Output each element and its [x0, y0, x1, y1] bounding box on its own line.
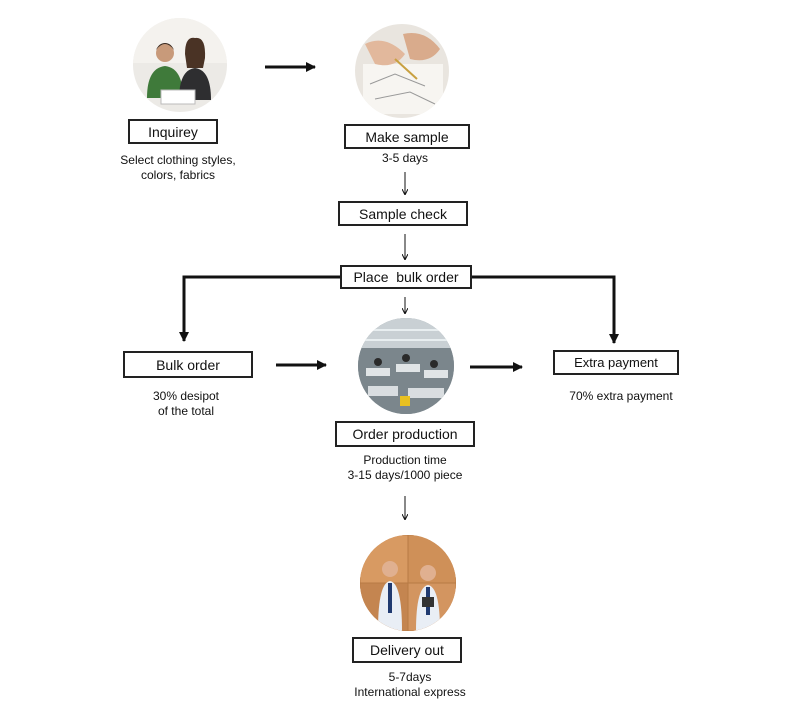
place-bulk-order-label: Place bulk order [353, 269, 459, 285]
inquiry-caption-line-2: colors, fabrics [140, 168, 216, 182]
make-sample-caption: 3-5 days [355, 151, 455, 166]
factory-photo [358, 318, 454, 414]
delivery-photo [360, 535, 456, 631]
order-production-caption: Production time 3-15 days/1000 piece [325, 453, 485, 483]
inquiry-caption: Select clothing styles, colors, fabrics [103, 153, 253, 183]
delivery-out-label: Delivery out [370, 642, 444, 658]
make-sample-box: Make sample [344, 124, 470, 149]
sample-check-label: Sample check [359, 205, 447, 222]
delivery-out-caption-line-2: International express [354, 685, 466, 699]
arrow-place-to-bulk [179, 275, 340, 342]
inquiry-box: Inquirey [128, 119, 218, 144]
bulk-order-label: Bulk order [156, 356, 220, 373]
place-bulk-order-box: Place bulk order [340, 265, 472, 289]
bulk-order-box: Bulk order [123, 351, 253, 378]
extra-payment-box: Extra payment [553, 350, 679, 375]
delivery-out-box: Delivery out [352, 637, 462, 663]
extra-payment-caption: 70% extra payment [556, 389, 686, 404]
sketching-photo [355, 24, 449, 118]
bulk-order-caption-line-2: of the total [157, 404, 215, 418]
extra-payment-caption-line-1: 70% extra payment [569, 389, 673, 403]
make-sample-caption-line-1: 3-5 days [381, 151, 429, 165]
delivery-out-caption-line-1: 5-7days [388, 670, 432, 684]
order-production-box: Order production [335, 421, 475, 447]
extra-payment-label: Extra payment [574, 355, 658, 370]
order-production-label: Order production [352, 426, 458, 442]
bulk-order-caption-line-1: 30% desipot [152, 389, 220, 403]
delivery-out-caption: 5-7days International express [340, 670, 480, 700]
inquiry-caption-line-1: Select clothing styles, [120, 153, 236, 167]
sample-check-box: Sample check [338, 201, 468, 226]
make-sample-label: Make sample [365, 128, 449, 145]
customers-photo [133, 18, 227, 112]
inquiry-label: Inquirey [148, 123, 198, 140]
order-production-caption-line-1: Production time [363, 453, 447, 467]
arrow-place-to-extra [472, 275, 619, 344]
bulk-order-caption: 30% desipot of the total [126, 389, 246, 419]
order-production-caption-line-2: 3-15 days/1000 piece [347, 468, 463, 482]
